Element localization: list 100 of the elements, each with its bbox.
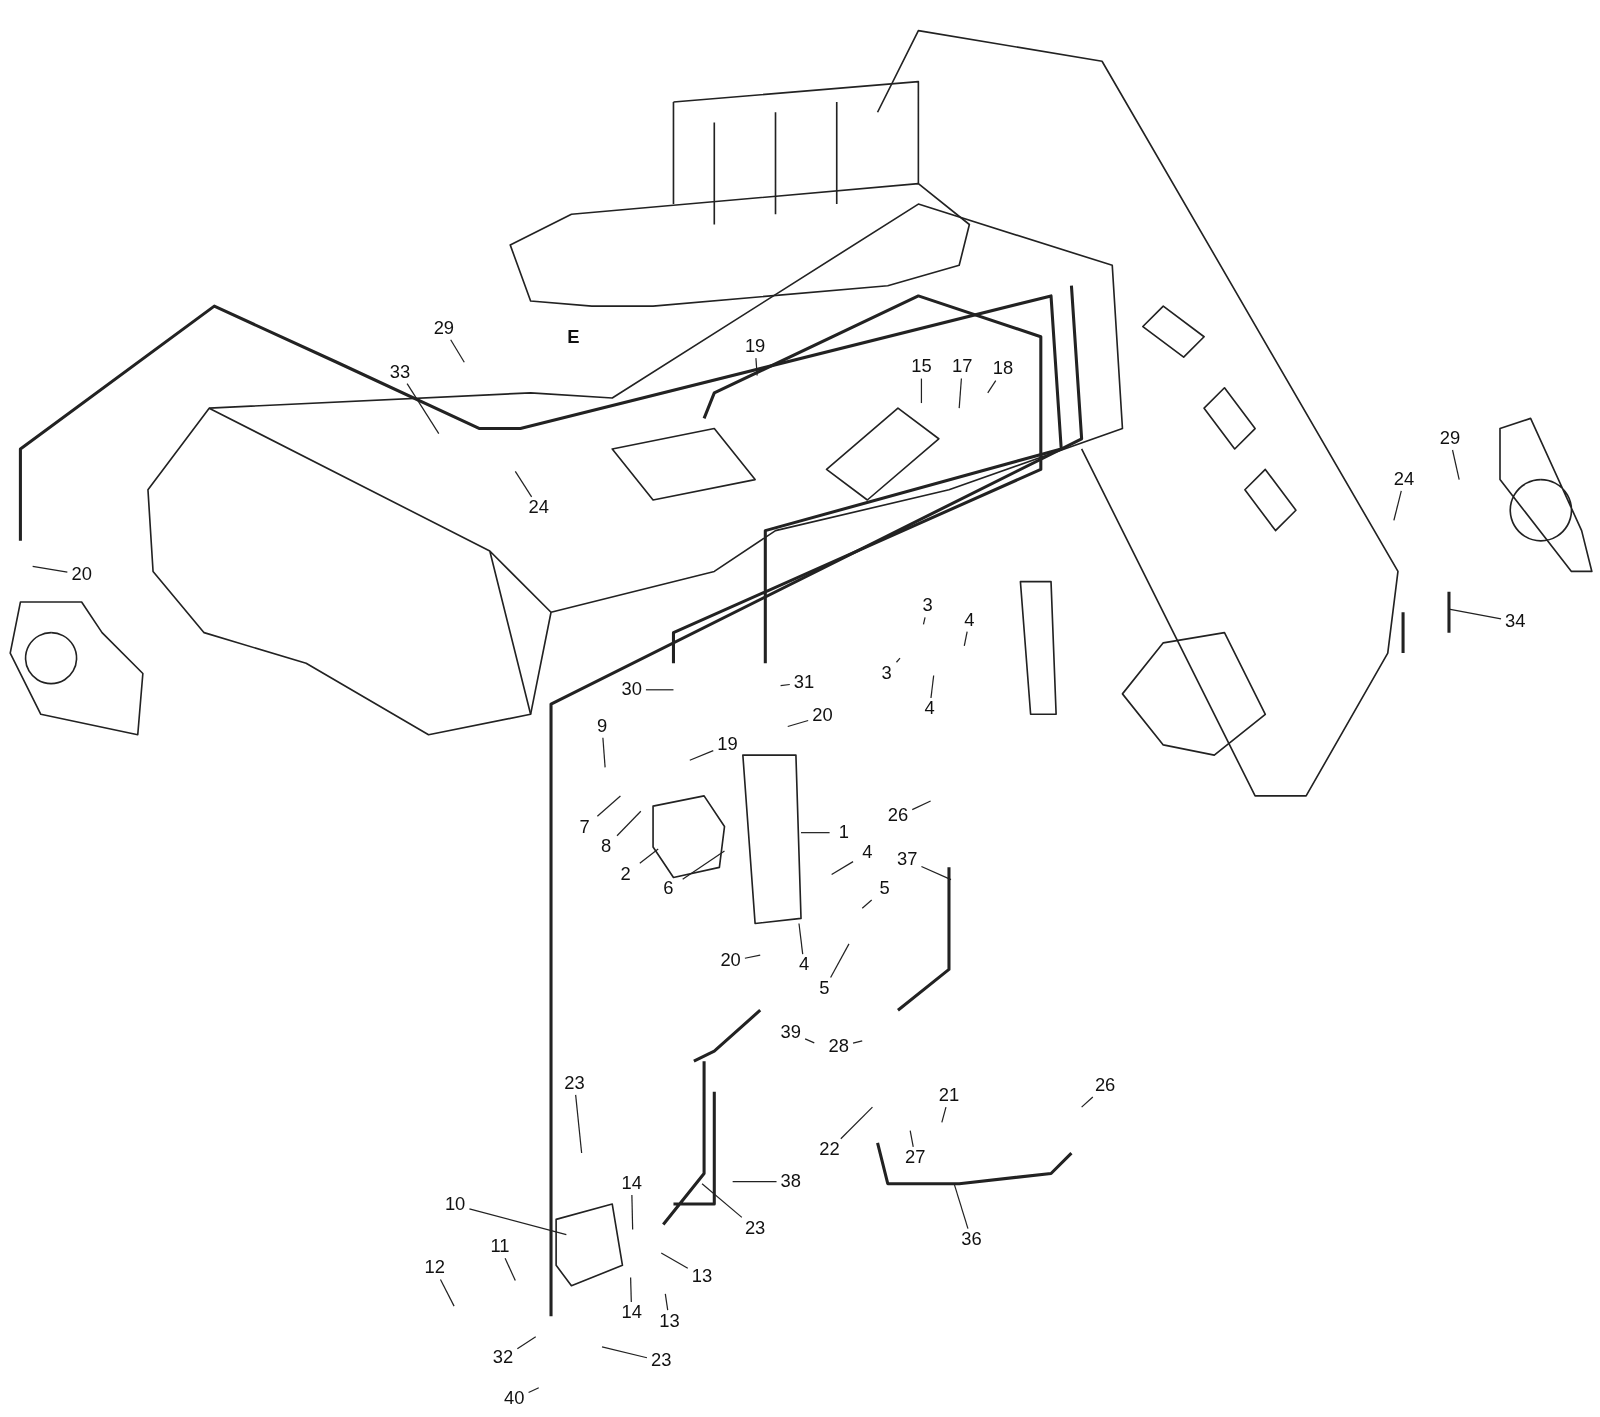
leader-line: [840, 1106, 874, 1140]
callout-number: 21: [934, 1084, 964, 1108]
leader-line: [930, 674, 935, 699]
callout-number: 13: [655, 1310, 684, 1333]
callout-number: 14: [617, 1172, 646, 1195]
leader-line: [504, 1257, 516, 1282]
callout-number: 6: [654, 877, 683, 900]
callout-number: 19: [740, 335, 770, 359]
callout-number: 28: [824, 1035, 854, 1059]
leader-line: [798, 922, 804, 955]
leader-line: [32, 565, 68, 573]
leader-line: [987, 380, 997, 394]
leader-line: [744, 954, 761, 959]
callout-number: 37: [892, 849, 922, 872]
leader-line: [514, 470, 533, 498]
callout-number: 39: [776, 1021, 806, 1044]
callout-number: 5: [810, 977, 839, 1000]
leader-line: [831, 861, 854, 876]
callout-number: 3: [872, 662, 901, 685]
callout-number: 38: [776, 1170, 806, 1193]
leader-line: [630, 1276, 632, 1303]
callout-number: 17: [947, 356, 977, 379]
leader-line: [922, 616, 926, 626]
leader-line: [732, 1181, 778, 1183]
callout-number: 32: [488, 1346, 518, 1370]
callout-number: 3: [913, 594, 942, 618]
leader-line: [804, 1038, 815, 1044]
callout-number: 24: [524, 496, 554, 520]
leader-line: [920, 865, 952, 881]
leader-line: [852, 1040, 863, 1044]
leader-line: [895, 657, 901, 663]
leader-line: [861, 899, 873, 909]
callout-number: 1: [829, 821, 859, 844]
leader-line: [616, 810, 642, 837]
callout-number: 14: [617, 1302, 646, 1325]
callout-number: 20: [716, 950, 745, 973]
callout-number: 24: [1389, 468, 1419, 491]
leader-line: [909, 1130, 914, 1148]
leader-line: [963, 631, 968, 647]
leader-line: [701, 1183, 743, 1218]
leader-line: [755, 357, 758, 377]
callout-number: 15: [907, 356, 936, 379]
callout-number: 27: [901, 1146, 930, 1170]
leader-line: [468, 1208, 567, 1236]
callout-number: 30: [617, 678, 646, 701]
callout-number: 29: [1435, 427, 1465, 450]
leader-line: [664, 1293, 669, 1311]
leader-line: [516, 1336, 537, 1350]
callout-number: 40: [500, 1387, 529, 1411]
callout-number: 23: [560, 1072, 589, 1095]
callout-number: 9: [587, 715, 617, 738]
callout-number: 5: [870, 877, 899, 900]
callout-number: 11: [485, 1235, 515, 1259]
leader-line: [830, 943, 850, 979]
leader-line: [601, 1346, 648, 1359]
leader-line: [689, 750, 714, 761]
callout-number: 10: [440, 1193, 470, 1217]
leader-line: [787, 719, 809, 728]
leader-line: [450, 339, 465, 363]
callout-number: 33: [385, 361, 415, 384]
leader-line: [953, 1183, 969, 1230]
callout-number: 19: [713, 733, 742, 757]
callout-number: 31: [789, 671, 819, 694]
callout-number: 26: [883, 805, 913, 828]
leader-line: [645, 689, 675, 691]
callout-number: 12: [420, 1257, 449, 1280]
callout-number: 4: [915, 697, 944, 721]
leader-line: [660, 1252, 689, 1269]
callout-number: 4: [955, 609, 984, 632]
callout-number: 4: [853, 841, 882, 865]
leader-line: [958, 377, 962, 409]
callout-number: 36: [957, 1228, 986, 1251]
callout-number: 20: [67, 563, 96, 586]
leader-line: [639, 848, 659, 864]
leader-line: [780, 683, 791, 687]
leader-line: [800, 832, 831, 834]
leader-line: [575, 1094, 583, 1154]
leader-line: [439, 1279, 455, 1307]
leader-line: [631, 1194, 634, 1231]
port-letter: E: [567, 326, 580, 348]
leader-line: [527, 1387, 540, 1394]
callout-number: 18: [988, 358, 1018, 381]
leader-line: [602, 737, 606, 768]
leader-line: [1081, 1096, 1094, 1108]
leader-line: [920, 377, 923, 404]
leader-line: [1451, 449, 1460, 481]
leader-line: [941, 1106, 947, 1124]
callout-number: 29: [429, 317, 459, 340]
leader-line: [682, 850, 726, 880]
callout-number: 20: [808, 705, 837, 728]
callout-number: 4: [789, 954, 819, 977]
leader-line: [911, 800, 932, 811]
callout-number: 23: [740, 1217, 770, 1240]
leader-line: [406, 383, 440, 435]
callout-number: 22: [815, 1138, 844, 1162]
callout-number: 26: [1090, 1074, 1120, 1097]
leader-line: [1393, 490, 1402, 521]
callout-number: 34: [1501, 610, 1530, 633]
callout-number: 13: [687, 1265, 717, 1288]
callout-number: 23: [646, 1350, 676, 1373]
